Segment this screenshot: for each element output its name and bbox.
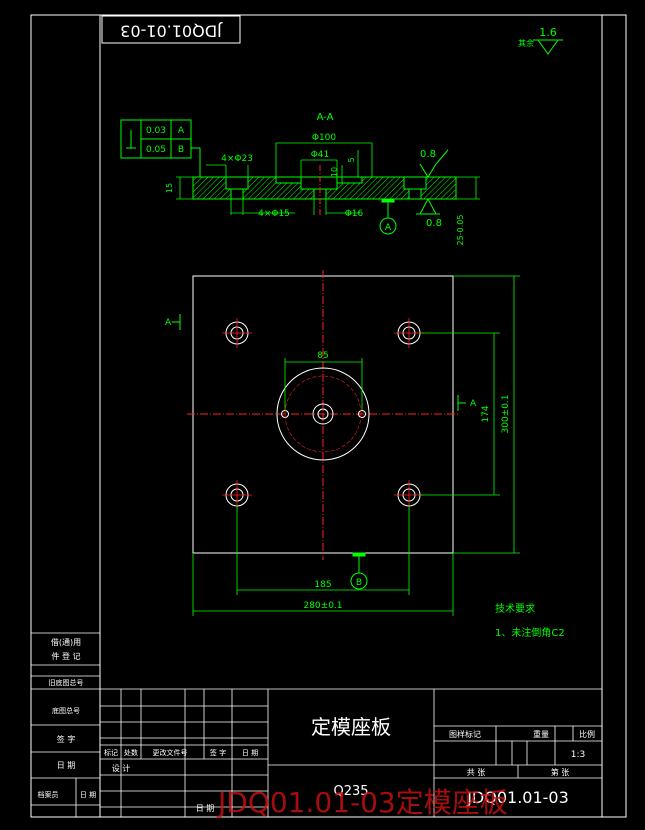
svg-text:A: A	[385, 223, 392, 233]
svg-text:件 登 记: 件 登 记	[51, 651, 80, 661]
svg-text:签 字: 签 字	[210, 748, 226, 757]
svg-text:A: A	[178, 126, 185, 136]
material: Q235	[333, 784, 368, 799]
svg-text:10: 10	[330, 167, 339, 177]
svg-text:重量: 重量	[533, 729, 549, 739]
svg-text:A-A: A-A	[317, 112, 334, 123]
svg-text:15: 15	[165, 183, 174, 193]
left-record-block	[31, 632, 100, 817]
plate-section	[192, 165, 457, 215]
sheet-frame	[30, 14, 627, 818]
svg-text:借(通)用: 借(通)用	[51, 637, 81, 647]
center-ring	[276, 367, 370, 461]
svg-text:处数: 处数	[124, 748, 138, 757]
svg-text:4×Φ23: 4×Φ23	[221, 154, 253, 164]
datum-a-marker	[379, 198, 397, 235]
svg-text:日 期: 日 期	[80, 791, 96, 799]
svg-text:174: 174	[481, 405, 491, 422]
svg-text:300±0.1: 300±0.1	[501, 394, 511, 433]
svg-text:日 期: 日 期	[196, 804, 215, 813]
section-view: A-A 0.03 A 0.05 B	[120, 112, 480, 246]
svg-text:4×Φ15: 4×Φ15	[258, 209, 290, 219]
watermark-text: JDQ01.01-03定模座板	[216, 786, 508, 819]
svg-text:5: 5	[347, 157, 356, 162]
svg-text:0.8: 0.8	[420, 149, 436, 160]
svg-text:底图总号: 底图总号	[52, 706, 80, 715]
svg-text:B: B	[356, 578, 362, 588]
svg-text:技术要求: 技术要求	[495, 602, 535, 615]
svg-text:共 张: 共 张	[467, 768, 486, 777]
svg-text:280±0.1: 280±0.1	[303, 601, 342, 611]
svg-text:档案员: 档案员	[38, 790, 59, 799]
svg-text:1、未注倒角C2: 1、未注倒角C2	[495, 626, 565, 639]
title-block	[100, 688, 602, 817]
svg-text:85: 85	[317, 351, 328, 361]
svg-text:A: A	[470, 399, 477, 409]
svg-text:Φ100: Φ100	[312, 133, 337, 143]
svg-text:1:3: 1:3	[571, 750, 585, 760]
rotated-drawing-number: JDQ01.01-03	[101, 15, 241, 44]
plan-view: A A 85 174 300±0.1 185 280±0.1	[165, 270, 520, 616]
svg-text:0.03: 0.03	[146, 126, 166, 136]
svg-text:设 计: 设 计	[112, 763, 131, 773]
tolerance-frame	[120, 119, 201, 177]
svg-text:Φ41: Φ41	[311, 150, 330, 160]
plan-dimensions	[192, 275, 520, 616]
svg-text:签 字: 签 字	[57, 734, 76, 744]
part-name: 定模座板	[311, 715, 391, 739]
svg-text:更改文件号: 更改文件号	[153, 748, 188, 757]
roughness-general: 其余 1.6	[518, 26, 563, 55]
section-marker-a	[172, 314, 466, 411]
datum-b-marker	[350, 552, 368, 590]
svg-text:25-0.05: 25-0.05	[456, 215, 465, 246]
drawing-number: JDQ01.01-03	[466, 788, 569, 807]
svg-text:1.6: 1.6	[539, 26, 557, 39]
svg-text:其余: 其余	[518, 38, 534, 48]
svg-text:JDQ01.01-03: JDQ01.01-03	[120, 22, 223, 41]
tech-requirements: 技术要求 1、未注倒角C2	[495, 602, 565, 639]
section-dimensions	[176, 142, 480, 215]
svg-text:图样标记: 图样标记	[449, 729, 481, 739]
svg-text:日 期: 日 期	[57, 761, 76, 770]
svg-text:B: B	[178, 145, 184, 155]
svg-text:A: A	[165, 318, 172, 328]
svg-text:第 张: 第 张	[551, 767, 570, 777]
roughness-marks	[416, 149, 449, 215]
svg-text:Φ16: Φ16	[345, 209, 364, 219]
svg-text:比例: 比例	[579, 729, 595, 739]
svg-text:0.8: 0.8	[426, 218, 442, 229]
svg-text:185: 185	[314, 580, 331, 590]
svg-text:旧底图总号: 旧底图总号	[49, 678, 84, 687]
svg-text:0.05: 0.05	[146, 145, 166, 155]
svg-text:日 期: 日 期	[242, 749, 258, 757]
svg-text:标记: 标记	[104, 748, 118, 757]
